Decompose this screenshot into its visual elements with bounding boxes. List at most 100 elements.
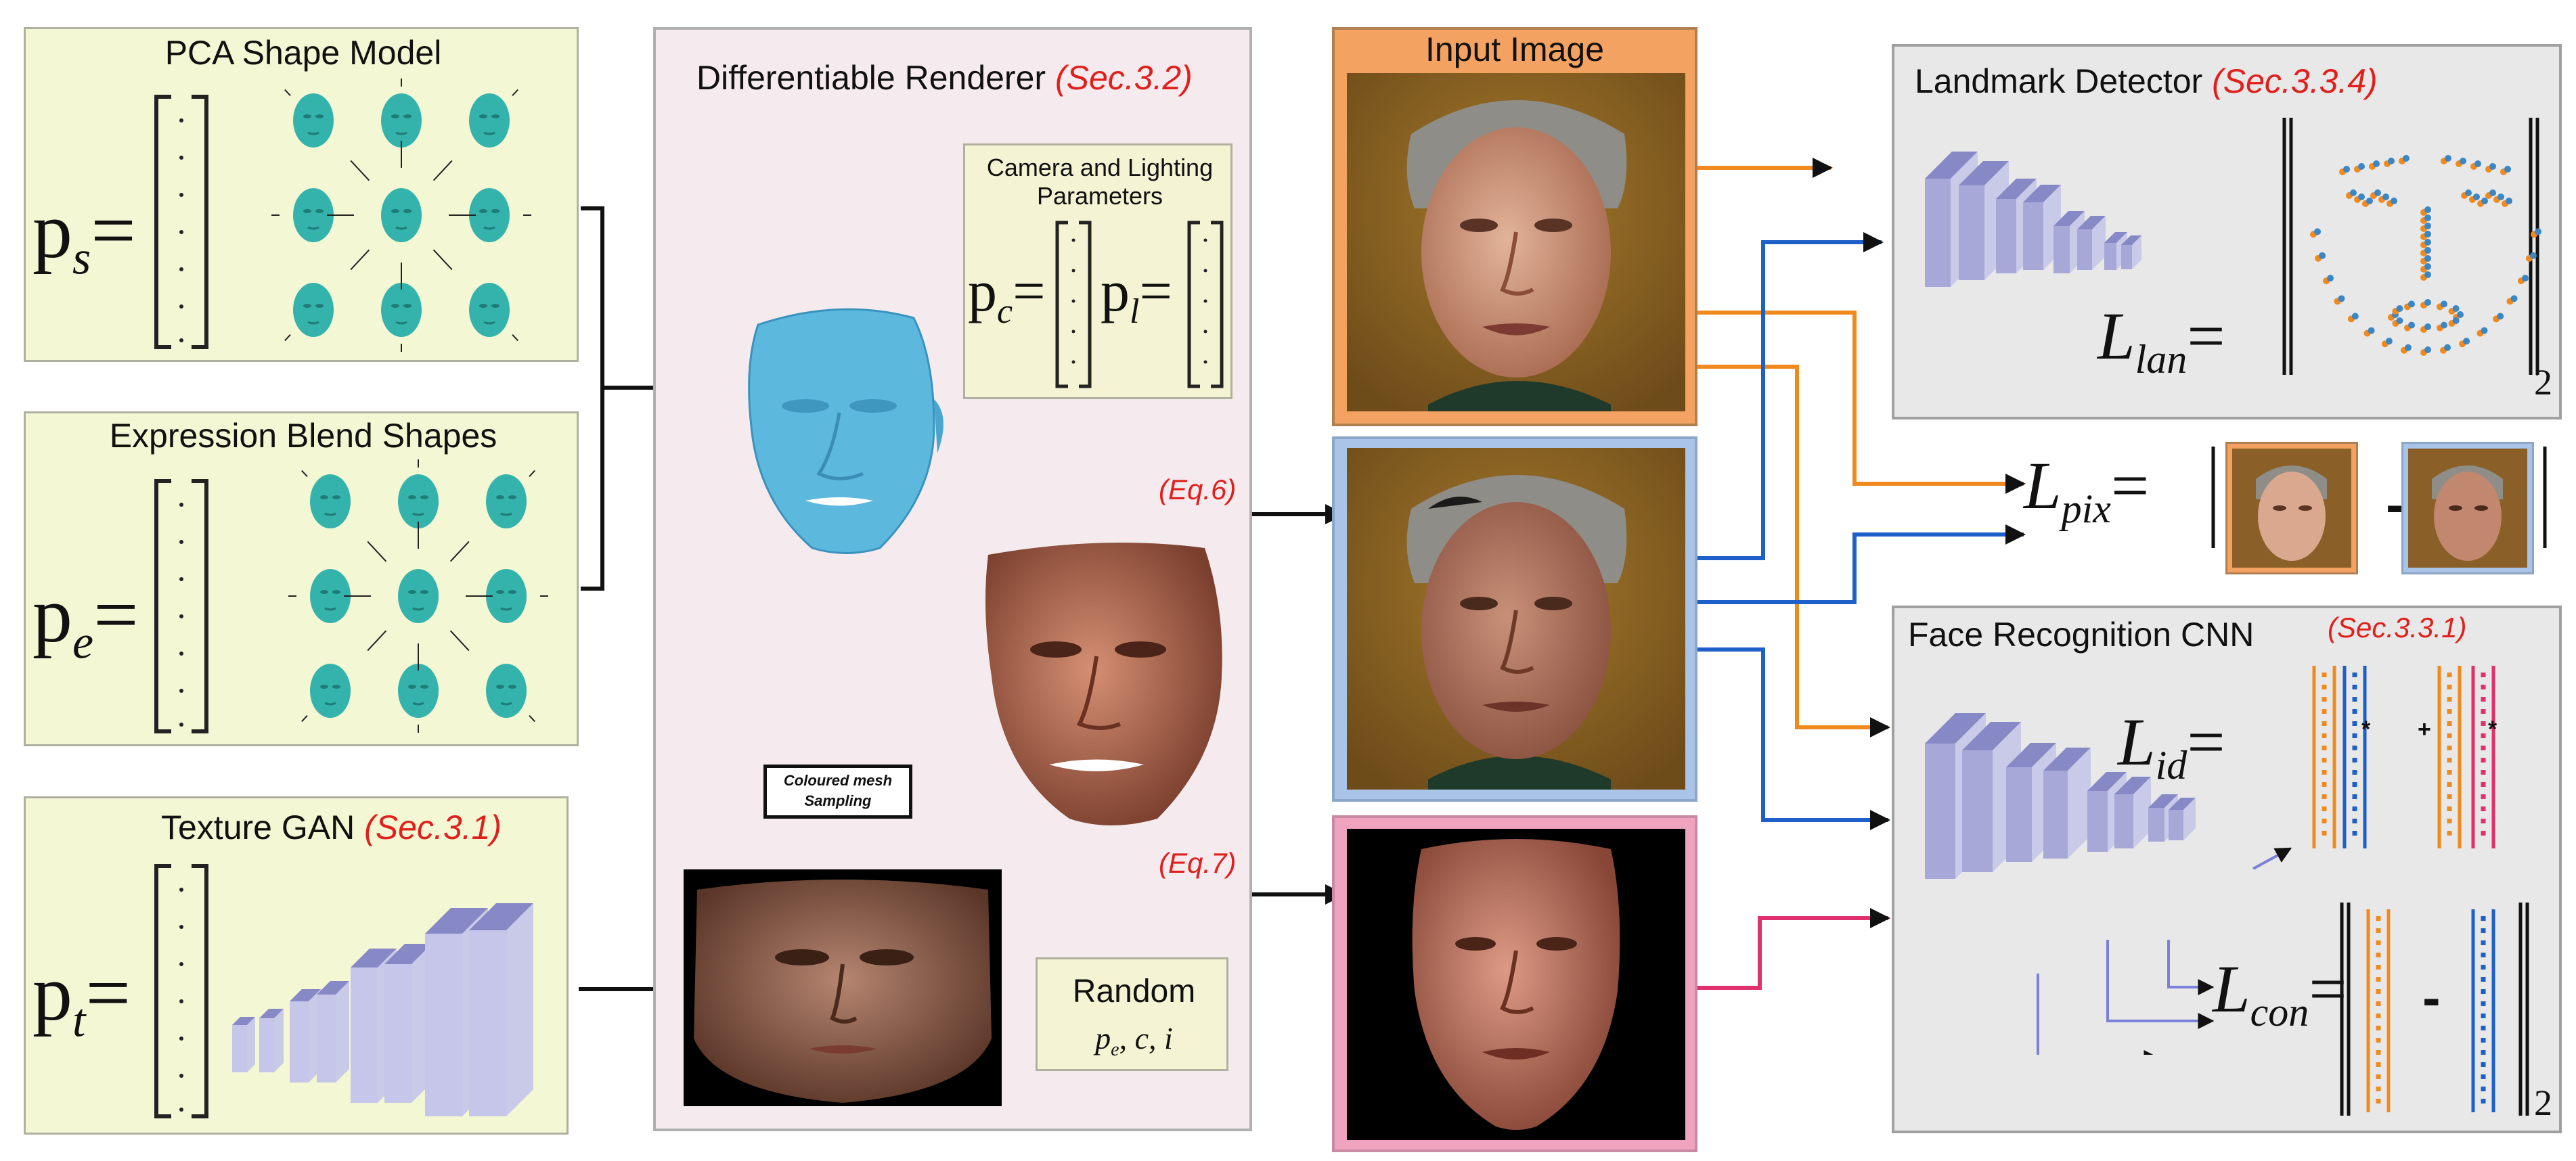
landmark-point-render [2534,228,2541,235]
landmark-section-ref: (Sec.3.3.4) [2212,62,2378,100]
network-layer-block [384,944,432,1103]
texture-gan-title: Texture GAN (Sec.3.1) [161,809,502,846]
camera-title-line2: Parameters [1036,182,1163,210]
shape-model-title: PCA Shape Model [164,34,442,72]
variation-line [449,630,470,652]
render-to-landmark-line [1689,232,1884,560]
pixel-loss-input-thumb [2225,442,2358,574]
input-to-facerec-line [1689,365,1890,737]
landmark-point-render [2373,160,2380,167]
texture-gan-panel: Texture GAN (Sec.3.1) pt= [24,796,569,1135]
variation-tick [284,89,291,97]
variation-tick [529,714,535,723]
landmark-point-render [2314,228,2322,235]
landmark-point-render [2408,300,2415,308]
face-thumbnail [381,188,422,242]
landmark-point-render [2396,317,2403,324]
landmark-point-render [2385,338,2393,345]
variation-line [367,630,387,652]
camera-param-vector [1055,221,1092,388]
landmark-point-render [2404,344,2412,351]
landmark-point-render [2343,166,2350,173]
variation-line [432,249,453,271]
landmark-point-render [2465,189,2472,196]
face-thumbnail [293,283,334,337]
consistency-norm-subscript: 2 [2534,1083,2552,1123]
camera-param-label: pc= [968,258,1046,332]
shape-param-vector [154,95,208,349]
random-to-facerec-line [1689,908,1890,990]
landmark-point-render [2424,239,2431,246]
face-thumbnail [486,569,527,623]
embedding-vector [2471,909,2495,1112]
landmark-point-render [2396,305,2403,312]
face-thumbnail [381,283,422,337]
input-to-pixloss-line [1689,311,2026,494]
variation-line [350,160,370,181]
textured-mesh-image [985,543,1222,825]
landmark-detector-panel: Landmark Detector (Sec.3.3.4) Llan= 2 [1892,44,2562,419]
network-layer-block [290,989,321,1083]
face-recognition-cnn-layers [1925,713,2196,879]
variation-tick [301,470,308,478]
landmark-point-render [2424,206,2431,213]
landmark-point-render [2388,158,2395,164]
landmark-point-render [2368,327,2375,334]
variation-tick [512,334,518,342]
pixel-loss-render-thumb [2401,442,2534,574]
landmark-point-render [2489,189,2496,196]
landmark-point-render [2374,189,2381,196]
landmark-point-render [2424,299,2431,306]
uv-texture-map-image [684,869,1002,1106]
face-recognition-section-ref: (Sec.3.3.1) [2328,612,2467,643]
expression-title: Expression Blend Shapes [109,417,497,455]
landmark-point-render [2327,275,2334,282]
landmark-point-render [2529,252,2537,259]
shape-face-grid [271,78,531,352]
expression-face-grid [288,459,548,733]
rendered-face-photo [1347,448,1685,790]
render-to-pixloss-line [1689,524,2026,604]
landmark-point-render [2391,198,2397,204]
identity-plus: + [2418,716,2431,742]
eq6-label: (Eq.6) [1159,474,1237,505]
landmark-point-render [2441,300,2447,308]
landmark-point-render [2481,198,2488,204]
face-thumbnail [381,93,422,147]
face-thumbnail [469,93,510,147]
landmark-norm-subscript: 2 [2534,362,2552,403]
network-layer-block [2114,777,2151,848]
landmark-point-render [2441,321,2447,329]
landmark-point-render [2510,295,2518,302]
landmark-point-render [2338,295,2345,302]
embedding-vector [2366,909,2391,1112]
pixel-loss-label: Lpix= [2024,448,2150,531]
landmark-point-render [2358,163,2365,170]
face-thumbnail [398,569,439,623]
landmark-point-render [2424,255,2431,262]
face-thumbnail [469,283,510,337]
landmark-point-render [2424,263,2431,270]
embedding-vector [2471,666,2495,848]
landmark-point-render [2358,194,2365,200]
random-params-box: Random pe, c, i [1036,957,1228,1071]
sampling-label-line2: Sampling [804,792,872,809]
landmark-point-render [2473,194,2480,200]
landmark-point-render [2452,317,2460,324]
network-layer-block [2169,798,2196,840]
landmark-point-plot [2282,118,2541,375]
face-thumbnail [310,569,351,623]
landmark-point-render [2408,321,2415,329]
landmark-point-render [2424,323,2431,330]
network-layer-block [2043,748,2091,859]
expression-panel: Expression Blend Shapes pe= [24,411,579,746]
identity-embedding-vectors [2312,666,2495,848]
coloured-mesh-sampling-box: Coloured mesh Sampling [763,765,912,819]
network-layer-block [2121,235,2141,269]
landmark-point-render [2504,166,2511,173]
variation-tick [301,714,308,723]
landmark-point-render [2403,155,2410,162]
landmark-point-render [2474,160,2481,167]
sampling-label-line1: Coloured mesh [783,772,893,789]
